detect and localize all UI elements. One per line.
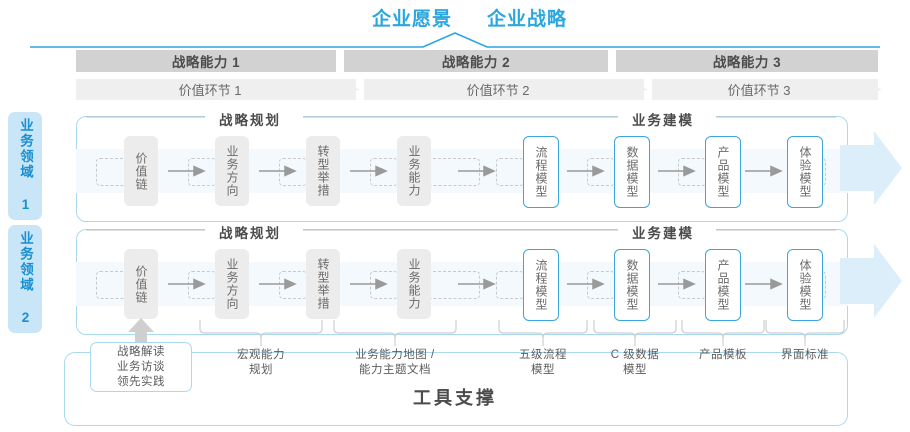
node-data-model-2[interactable]: 数据模型 bbox=[614, 249, 650, 321]
tool-support-container bbox=[64, 352, 848, 426]
node-data-model-1[interactable]: 数据模型 bbox=[614, 136, 650, 208]
tool-label-line: 产品模板 bbox=[699, 349, 747, 361]
tool-label-line: 模型 bbox=[531, 364, 555, 376]
capability-bar-1[interactable]: 战略能力 1 bbox=[76, 50, 336, 72]
arrow-right-icon bbox=[458, 165, 496, 177]
arrow-right-icon bbox=[168, 165, 206, 177]
sidebar-item-business-domain-2[interactable]: 业务领域 2 bbox=[8, 225, 42, 333]
tool-label-line: 界面标准 bbox=[781, 349, 829, 361]
brace-connector-product-template bbox=[681, 320, 765, 346]
tool-box-line-1: 战略解读 bbox=[117, 345, 165, 358]
arrow-right-icon bbox=[745, 165, 783, 177]
tool-label-product-template: 产品模板 bbox=[680, 348, 766, 363]
tool-label-line: 业务能力地图 / bbox=[355, 349, 435, 361]
capability-bar-3[interactable]: 战略能力 3 bbox=[616, 50, 878, 72]
sidebar-item-business-domain-1[interactable]: 业务领域 1 bbox=[8, 112, 42, 220]
arrow-right-icon bbox=[259, 165, 297, 177]
value-stage-chevron-3 bbox=[856, 79, 882, 100]
node-transformation-measures-1[interactable]: 转型举措 bbox=[306, 136, 340, 206]
tool-label-line: C 级数据 bbox=[610, 349, 660, 361]
section-header-modeling-2: 业务建模 bbox=[625, 222, 701, 242]
value-stage-label-2: 价值环节 2 bbox=[466, 83, 530, 98]
value-stage-bar-2[interactable]: 价值环节 2 bbox=[364, 79, 644, 100]
value-stage-label-3: 价值环节 3 bbox=[727, 83, 791, 98]
tool-label-capability-map: 业务能力地图 / 能力主题文档 bbox=[335, 348, 455, 378]
placeholder-box bbox=[496, 158, 524, 186]
arrow-right-icon bbox=[350, 278, 388, 290]
tool-support-title: 工具支撑 bbox=[413, 388, 497, 408]
node-transformation-measures-2[interactable]: 转型举措 bbox=[306, 249, 340, 319]
section-header-planning-2: 战略规划 bbox=[212, 222, 288, 242]
brace-connector-ui-standard bbox=[765, 320, 845, 346]
tool-label-process-model: 五级流程 模型 bbox=[498, 348, 588, 378]
node-business-capability-1[interactable]: 业务能力 bbox=[397, 136, 431, 206]
tool-label-line: 五级流程 bbox=[519, 349, 567, 361]
tool-label-macro-capability: 宏观能力 规划 bbox=[206, 348, 316, 378]
value-stage-chevron-1 bbox=[334, 79, 360, 100]
value-stage-bar-1[interactable]: 价值环节 1 bbox=[76, 79, 356, 100]
flow-direction-chevron-2 bbox=[840, 244, 902, 318]
enterprise-strategy-title: 企业战略 bbox=[487, 9, 568, 30]
arrow-right-icon bbox=[567, 278, 605, 290]
flow-direction-chevron-1 bbox=[840, 131, 902, 205]
brace-connector-data-model bbox=[593, 320, 677, 346]
section-divider-1 bbox=[86, 116, 836, 118]
vision-strategy-header: 企业愿景 企业战略 bbox=[0, 4, 910, 30]
tool-label-data-model: C 级数据 模型 bbox=[592, 348, 678, 378]
tool-box-line-3: 领先实践 bbox=[117, 375, 165, 388]
node-process-model-2[interactable]: 流程模型 bbox=[523, 249, 559, 321]
node-product-model-2[interactable]: 产品模型 bbox=[705, 249, 741, 321]
arrow-up-icon bbox=[128, 318, 154, 346]
arrow-right-icon bbox=[458, 278, 496, 290]
arrow-right-icon bbox=[567, 165, 605, 177]
section-header-modeling-1-text: 业务建模 bbox=[625, 109, 701, 129]
brace-connector-macro-capability bbox=[199, 320, 323, 346]
node-business-direction-2[interactable]: 业务方向 bbox=[215, 249, 249, 319]
node-value-chain-1[interactable]: 价值链 bbox=[124, 136, 158, 206]
node-process-model-1[interactable]: 流程模型 bbox=[523, 136, 559, 208]
tool-label-ui-standard: 界面标准 bbox=[762, 348, 848, 363]
arrow-right-icon bbox=[658, 165, 696, 177]
vision-tent-connector bbox=[30, 32, 880, 48]
value-stage-chevron-2 bbox=[622, 79, 648, 100]
tool-label-line: 规划 bbox=[249, 364, 273, 376]
section-divider-2 bbox=[86, 229, 836, 231]
node-product-model-1[interactable]: 产品模型 bbox=[705, 136, 741, 208]
tool-label-line: 模型 bbox=[623, 364, 647, 376]
section-header-planning-1-text: 战略规划 bbox=[212, 109, 288, 129]
tool-box-line-2: 业务访谈 bbox=[117, 360, 165, 373]
placeholder-box bbox=[496, 271, 524, 299]
node-business-direction-1[interactable]: 业务方向 bbox=[215, 136, 249, 206]
node-experience-model-1[interactable]: 体验模型 bbox=[787, 136, 823, 208]
node-value-chain-2[interactable]: 价值链 bbox=[124, 249, 158, 319]
tool-box-strategy-interpretation[interactable]: 战略解读 业务访谈 领先实践 bbox=[90, 342, 192, 392]
arrow-right-icon bbox=[745, 278, 783, 290]
node-experience-model-2[interactable]: 体验模型 bbox=[787, 249, 823, 321]
enterprise-vision-title: 企业愿景 bbox=[372, 9, 453, 30]
brace-connector-process-model bbox=[498, 320, 588, 346]
arrow-right-icon bbox=[658, 278, 696, 290]
value-stage-label-1: 价值环节 1 bbox=[178, 83, 242, 98]
value-stage-bar-3[interactable]: 价值环节 3 bbox=[652, 79, 878, 100]
node-business-capability-2[interactable]: 业务能力 bbox=[397, 249, 431, 319]
arrow-right-icon bbox=[168, 278, 206, 290]
brace-connector-capability-map bbox=[333, 320, 457, 346]
arrow-right-icon bbox=[350, 165, 388, 177]
arrow-right-icon bbox=[259, 278, 297, 290]
capability-bar-2[interactable]: 战略能力 2 bbox=[344, 50, 608, 72]
tool-label-line: 宏观能力 bbox=[237, 349, 285, 361]
tool-label-line: 能力主题文档 bbox=[359, 364, 431, 376]
